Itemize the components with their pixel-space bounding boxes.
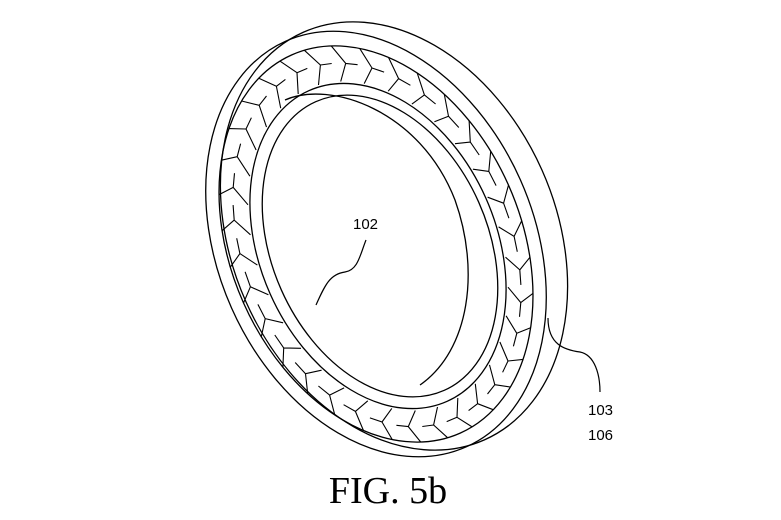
chevron-spoke <box>257 304 284 337</box>
label-106: 106 <box>588 427 613 444</box>
chevron-spoke <box>487 184 510 219</box>
chevron-spoke <box>294 362 322 394</box>
chevron-spoke <box>369 408 393 440</box>
chevron-spoke <box>242 271 269 304</box>
inner-ring-inner-edge <box>261 94 499 398</box>
chevron-spoke <box>487 364 511 395</box>
chevron-spoke <box>387 57 411 92</box>
chevron-spoke <box>505 315 531 347</box>
chevron-spoke <box>472 151 497 186</box>
leader-lines <box>315 239 601 393</box>
outer-rim <box>205 30 547 458</box>
chevron-spoke <box>498 220 523 252</box>
chevron-spoke <box>359 48 385 84</box>
chevron-spoke <box>422 406 448 439</box>
leader-line-102 <box>315 239 367 306</box>
inner-ring-outer-edge <box>249 82 507 410</box>
chevron-spoke <box>396 410 422 443</box>
chevron-spoke <box>318 385 345 416</box>
leader-line-103 <box>547 317 601 393</box>
chevron-spoke <box>304 49 332 86</box>
outer-rim-back <box>219 21 569 451</box>
chevron-spoke <box>434 94 460 128</box>
chevron-spoke <box>507 286 534 317</box>
chevron-spoke <box>505 256 531 285</box>
chevron-spoke <box>499 341 524 373</box>
chevron-spoke <box>221 143 251 177</box>
figure-caption: FIG. 5b <box>329 470 447 512</box>
chevron-spoke <box>258 77 286 109</box>
chevron-spoke <box>218 173 249 206</box>
chevron-spoke <box>468 383 494 412</box>
outer-band-inner-edge <box>218 45 534 443</box>
chevron-spoke <box>229 238 258 268</box>
chevron-spoke <box>446 397 473 428</box>
label-103: 103 <box>588 402 613 419</box>
ring-drawing <box>205 21 569 458</box>
chevron-spoke <box>330 45 358 82</box>
chevron-spoke <box>274 334 302 368</box>
chevron-spoke <box>279 60 308 95</box>
chevron-spoke <box>241 95 268 128</box>
chevron-spoke <box>454 120 480 156</box>
chevron-spoke <box>221 205 251 236</box>
chevron-spokes <box>218 45 534 443</box>
label-102: 102 <box>353 216 378 233</box>
chevron-spoke <box>228 117 257 151</box>
chevron-spoke <box>411 72 436 105</box>
chevron-spoke <box>343 400 369 431</box>
inner-bore-far-wall <box>284 93 469 386</box>
